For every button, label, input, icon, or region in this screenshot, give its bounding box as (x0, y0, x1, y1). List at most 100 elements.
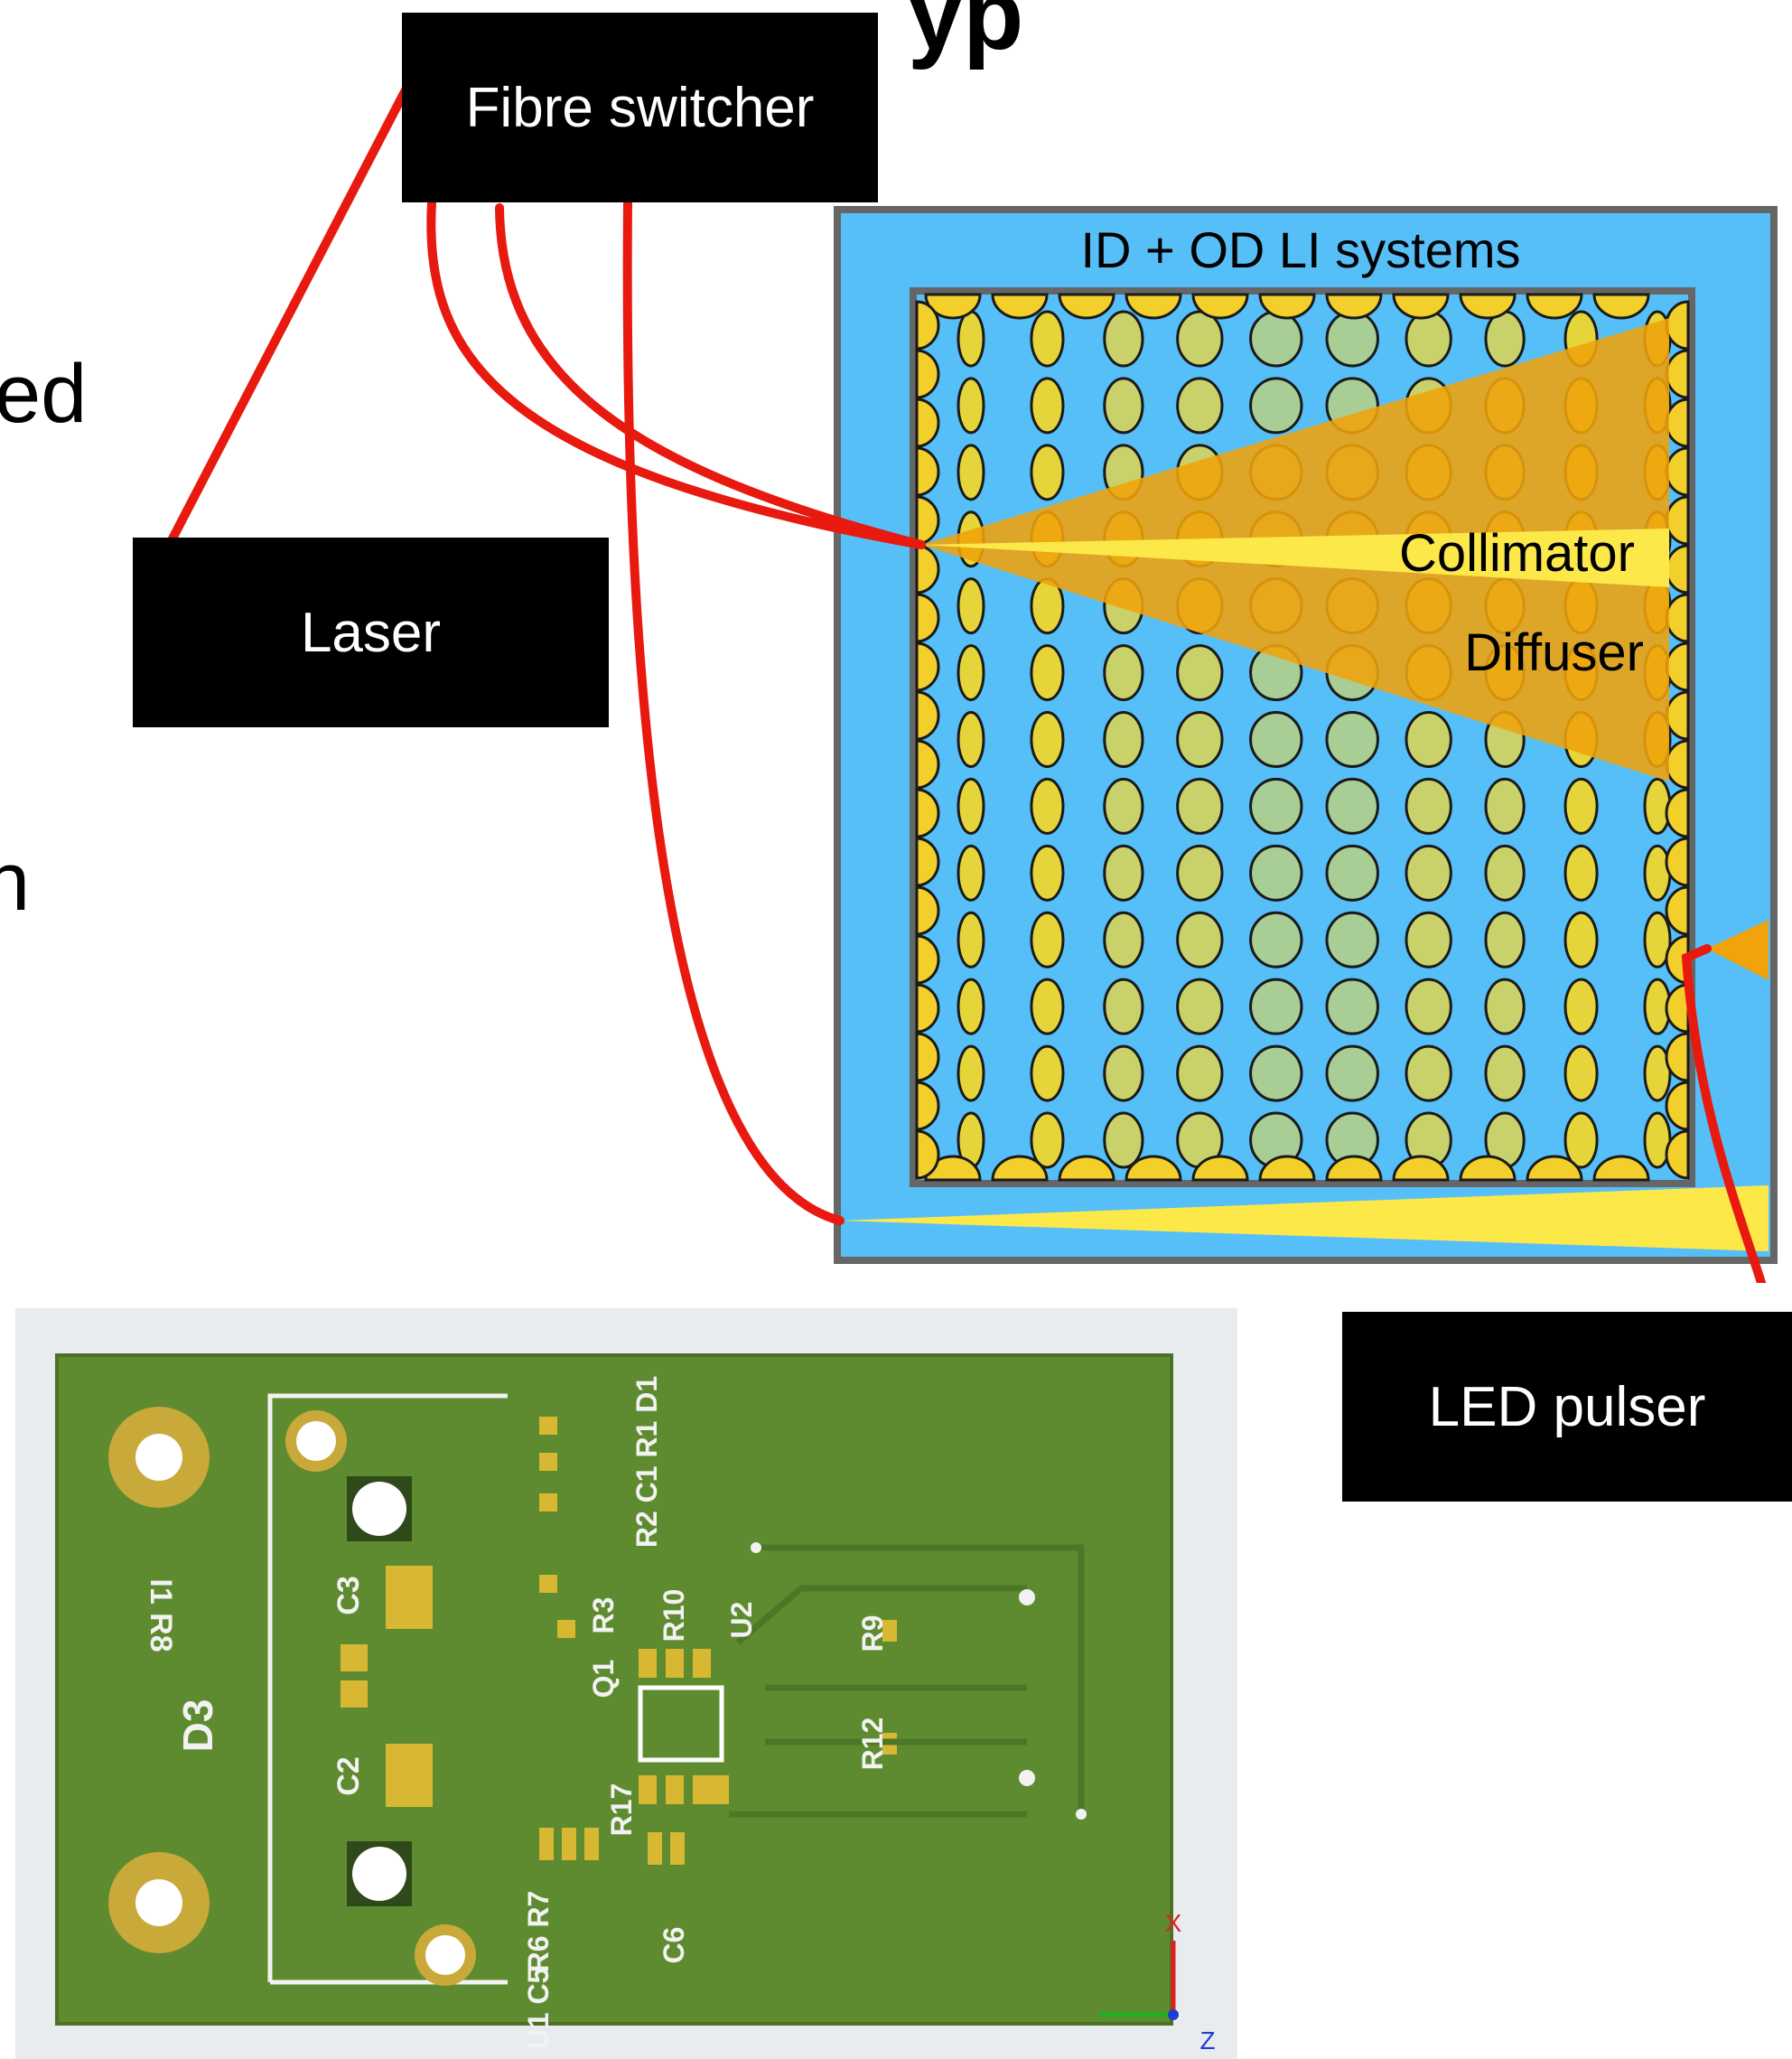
od-light-beam (840, 1185, 1769, 1251)
cutoff-text-1: ed (0, 348, 88, 440)
wall-pmt (1665, 1129, 1690, 1180)
pcb-label-u1-c5: U1 C5 (522, 1968, 555, 2050)
pmt (1325, 711, 1379, 768)
pmt (1030, 1044, 1065, 1102)
pmt (1176, 711, 1224, 768)
wall-pmt (1665, 1081, 1690, 1131)
pmt (1325, 1044, 1379, 1102)
pcb-label-u2: U2 (725, 1602, 758, 1639)
pmt (1405, 310, 1452, 368)
pmt (1563, 777, 1599, 835)
fiber-3 (622, 199, 845, 1225)
pcb-label-r17: R17 (605, 1783, 638, 1837)
pmt (1249, 911, 1303, 969)
pmt (1176, 978, 1224, 1035)
wall-pmt (1459, 293, 1517, 320)
pmt (1484, 310, 1526, 368)
wall-pmt (1592, 1155, 1650, 1182)
pmt (1030, 444, 1065, 501)
laser-fiber (167, 75, 415, 545)
pmt (1643, 911, 1672, 969)
wall-pmt (1665, 934, 1690, 985)
wall-pmt (915, 1129, 940, 1180)
pmt (1325, 777, 1379, 835)
wall-pmt (915, 349, 940, 399)
pcb-label-r9: R9 (856, 1615, 889, 1652)
pmt (1030, 911, 1065, 969)
pcb-label-c3: C3 (331, 1576, 366, 1614)
pcb-label-c6: C6 (658, 1927, 690, 1964)
pcb-label-r6-r7: R6 R7 (522, 1891, 555, 1973)
pmt-edge-array (915, 293, 1690, 1182)
pmt (1103, 1111, 1144, 1169)
wall-pmt (915, 788, 940, 838)
pmt (1405, 911, 1452, 969)
wall-pmt (1459, 1155, 1517, 1182)
wall-pmt (1392, 293, 1450, 320)
pmt (1325, 911, 1379, 969)
wall-pmt (915, 983, 940, 1034)
pmt (1103, 911, 1144, 969)
pmt (1405, 978, 1452, 1035)
pmt (1249, 777, 1303, 835)
wall-pmt (1258, 1155, 1316, 1182)
pmt (957, 711, 985, 768)
pmt (1249, 310, 1303, 368)
wall-pmt (1191, 293, 1249, 320)
wall-pmt (915, 398, 940, 448)
wall-pmt (915, 885, 940, 936)
pcb-board-image: D3 I1 R8 C3 C2 R3 Q1 R10 U2 R2 C1 R1 D1 … (15, 1308, 1237, 2059)
wall-pmt (991, 1155, 1049, 1182)
wall-pmt (1665, 885, 1690, 936)
wall-pmt (1058, 293, 1115, 320)
cutoff-text-2: n (0, 836, 31, 928)
pmt (1563, 978, 1599, 1035)
pmt (1484, 911, 1526, 969)
pmt (1325, 978, 1379, 1035)
pmt (957, 911, 985, 969)
led-light-cone (1707, 920, 1769, 980)
diffuser-label: Diffuser (1464, 623, 1644, 682)
detector-title: ID + OD LI systems (1081, 221, 1521, 278)
pcb-label-r3: R3 (587, 1597, 620, 1634)
pmt (957, 777, 985, 835)
wall-pmt (915, 739, 940, 790)
pmt (1176, 844, 1224, 902)
pcb-label-q1: Q1 (587, 1660, 620, 1699)
wall-pmt (1665, 837, 1690, 887)
pmt (957, 844, 985, 902)
pmt (1103, 777, 1144, 835)
wall-pmt (915, 300, 940, 351)
fiber-2 (495, 203, 926, 549)
pmt (1249, 978, 1303, 1035)
pmt (1103, 978, 1144, 1035)
pcb-label-c2: C2 (331, 1756, 366, 1795)
pmt (1103, 377, 1144, 435)
wall-pmt (1665, 788, 1690, 838)
pcb-label-d3: D3 (174, 1699, 221, 1753)
fiber-1 (426, 199, 926, 549)
pmt (1030, 711, 1065, 768)
wall-pmt (915, 837, 940, 887)
pmt (1563, 1044, 1599, 1102)
wall-pmt (1665, 983, 1690, 1034)
pcb-axis-z: Z (1199, 2026, 1215, 2054)
pmt (1030, 978, 1065, 1035)
pcb-label-i1-r8: I1 R8 (144, 1578, 178, 1652)
pmt (957, 577, 985, 635)
wall-pmt (915, 544, 940, 594)
wall-pmt (915, 1032, 940, 1082)
wall-pmt (1125, 293, 1182, 320)
wall-pmt (1325, 293, 1383, 320)
pmt (1563, 844, 1599, 902)
pmt (1325, 844, 1379, 902)
laser-label: Laser (300, 601, 442, 664)
pmt (1249, 711, 1303, 768)
pmt (1030, 377, 1065, 435)
pmt (1325, 310, 1379, 368)
pmt (1176, 310, 1224, 368)
laser-box: Laser (133, 538, 609, 727)
pmt (1563, 1111, 1599, 1169)
led-pulser-label: LED pulser (1428, 1375, 1706, 1438)
pmt (1030, 777, 1065, 835)
